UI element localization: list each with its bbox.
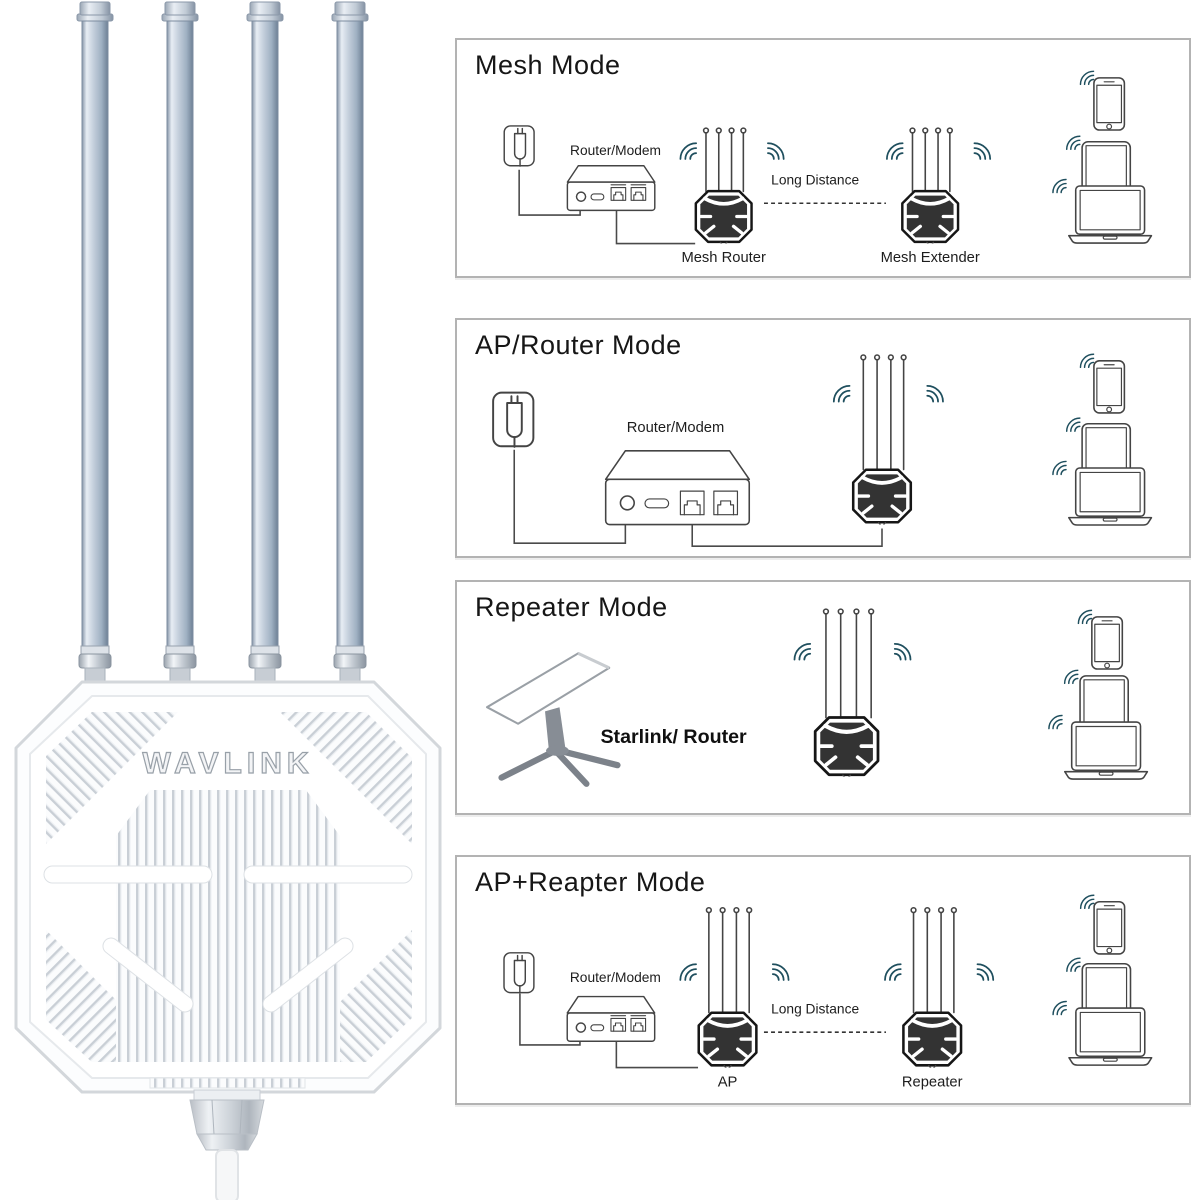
wifi-waves-icon bbox=[886, 142, 904, 160]
smartphone-icon bbox=[1091, 616, 1124, 670]
wifi-waves-icon bbox=[679, 142, 698, 160]
wifi-waves-icon bbox=[976, 963, 995, 981]
mesh-router-label: Mesh Router bbox=[681, 250, 766, 266]
wifi-waves-icon bbox=[1052, 178, 1067, 194]
panel-mesh-mode: Mesh Mode Router/Modem Mesh Router Long … bbox=[455, 38, 1191, 278]
router-modem-label: Router/Modem bbox=[570, 143, 661, 158]
wifi-waves-icon bbox=[1048, 714, 1063, 730]
ethernet-cable-icon bbox=[215, 1149, 239, 1200]
device-enclosure: WAVLINK bbox=[14, 680, 442, 1094]
laptop-icon bbox=[1068, 185, 1153, 244]
wifi-waves-icon bbox=[767, 142, 785, 160]
long-distance-label: Long Distance bbox=[771, 173, 859, 188]
router-modem-icon bbox=[566, 995, 656, 1042]
smartphone-icon bbox=[1093, 900, 1126, 955]
laptop-icon bbox=[1064, 721, 1149, 780]
wifi-waves-icon bbox=[1079, 894, 1095, 910]
router-modem-icon bbox=[566, 164, 656, 212]
router-modem-label: Router/Modem bbox=[627, 420, 725, 436]
wifi-waves-icon bbox=[1065, 417, 1081, 433]
repeater-label: Repeater bbox=[902, 1074, 963, 1090]
wifi-waves-icon bbox=[832, 384, 851, 403]
power-plug-icon bbox=[503, 125, 535, 167]
panel-ap-repeater-mode: AP+Reapter Mode Router/Modem AP Long Dis… bbox=[455, 855, 1191, 1105]
wifi-waves-icon bbox=[1052, 460, 1067, 476]
router-modem-label: Router/Modem bbox=[570, 970, 661, 985]
router-modem-icon bbox=[604, 449, 751, 526]
client-devices bbox=[1052, 353, 1153, 526]
panel-title: Repeater Mode bbox=[475, 592, 668, 622]
ap-label: AP bbox=[718, 1074, 738, 1090]
client-devices bbox=[1048, 609, 1149, 780]
wifi-waves-icon bbox=[679, 963, 697, 981]
wifi-waves-icon bbox=[1052, 1000, 1067, 1016]
wifi-waves-icon bbox=[893, 643, 912, 661]
client-devices bbox=[1052, 894, 1153, 1066]
access-point-device-icon bbox=[832, 354, 944, 525]
wifi-waves-icon bbox=[1065, 135, 1081, 151]
panel-title: AP+Reapter Mode bbox=[475, 867, 706, 897]
wifi-waves-icon bbox=[926, 384, 944, 403]
client-devices bbox=[1052, 70, 1153, 244]
wifi-waves-icon bbox=[973, 142, 992, 160]
panel-ap-router-mode: AP/Router Mode Router/Modem bbox=[455, 318, 1191, 558]
repeater-device-icon bbox=[793, 608, 912, 779]
wifi-waves-icon bbox=[1063, 669, 1079, 685]
mesh-extender-device-icon bbox=[886, 127, 992, 244]
antenna-icon bbox=[76, 1, 369, 687]
laptop-icon bbox=[1068, 1007, 1153, 1066]
product-photo: WAVLINK bbox=[14, 1, 442, 1200]
starlink-router-label: Starlink/ Router bbox=[600, 726, 747, 748]
laptop-icon bbox=[1068, 467, 1153, 526]
panel-repeater-mode: Repeater Mode Starlink/ Router bbox=[455, 580, 1191, 815]
cable-gland-icon bbox=[189, 1089, 265, 1151]
wifi-waves-icon bbox=[1077, 609, 1093, 625]
wifi-waves-icon bbox=[1066, 957, 1081, 973]
wifi-waves-icon bbox=[1079, 353, 1095, 369]
wifi-waves-icon bbox=[884, 963, 902, 981]
repeater-device-icon bbox=[884, 906, 995, 1068]
brand-logo: WAVLINK bbox=[142, 747, 313, 780]
mesh-router-device-icon bbox=[679, 127, 785, 244]
starlink-dish-icon bbox=[487, 653, 617, 783]
panel-title: Mesh Mode bbox=[475, 50, 621, 80]
smartphone-icon bbox=[1093, 360, 1126, 414]
panel-title: AP/Router Mode bbox=[475, 330, 682, 360]
wifi-waves-icon bbox=[793, 643, 812, 661]
smartphone-icon bbox=[1093, 77, 1126, 131]
wifi-waves-icon bbox=[771, 963, 790, 981]
long-distance-label: Long Distance bbox=[771, 1001, 859, 1016]
ap-device-icon bbox=[679, 906, 790, 1068]
power-plug-icon bbox=[492, 391, 535, 448]
mesh-extender-label: Mesh Extender bbox=[881, 250, 980, 266]
power-plug-icon bbox=[503, 952, 535, 994]
wifi-waves-icon bbox=[1079, 70, 1095, 86]
